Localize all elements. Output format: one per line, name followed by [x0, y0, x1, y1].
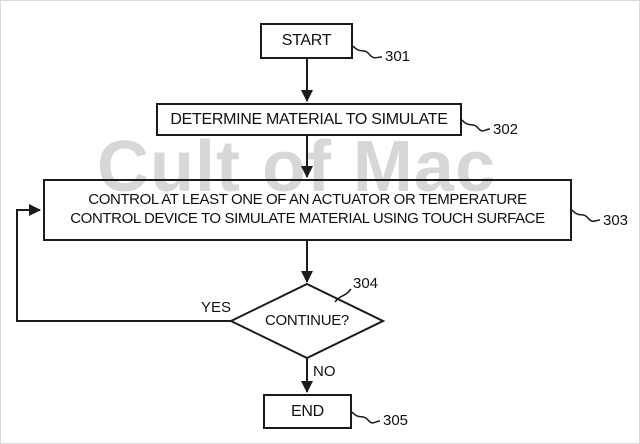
connector-yes-loop [16, 204, 231, 322]
ref-numeral-305: 305 [383, 412, 409, 429]
node-start: START [260, 23, 353, 59]
node-control-label: CONTROL AT LEAST ONE OF AN ACTUATOR OR T… [70, 191, 545, 227]
leader-line-305 [351, 411, 381, 424]
node-continue-decision: CONTINUE? [265, 312, 349, 329]
ref-numeral-303: 303 [603, 212, 629, 229]
ref-numeral-302: 302 [493, 121, 519, 138]
node-end: END [263, 394, 352, 429]
node-control-actuator: CONTROL AT LEAST ONE OF AN ACTUATOR OR T… [43, 179, 572, 241]
node-determine-material: DETERMINE MATERIAL TO SIMULATE [156, 103, 462, 136]
ref-numeral-304: 304 [353, 275, 379, 292]
leader-line-304 [334, 288, 352, 303]
decision-diamond-shape [228, 282, 386, 360]
branch-label-no: NO [313, 363, 336, 380]
node-determine-label: DETERMINE MATERIAL TO SIMULATE [170, 110, 448, 128]
node-start-label: START [281, 32, 332, 49]
leader-line-301 [352, 45, 383, 59]
watermark: Cult of Mac [97, 127, 496, 207]
leader-line-303 [571, 209, 601, 223]
leader-line-302 [461, 119, 491, 132]
ref-numeral-301: 301 [385, 48, 411, 65]
node-end-label: END [291, 402, 324, 420]
branch-label-yes: YES [200, 299, 231, 316]
